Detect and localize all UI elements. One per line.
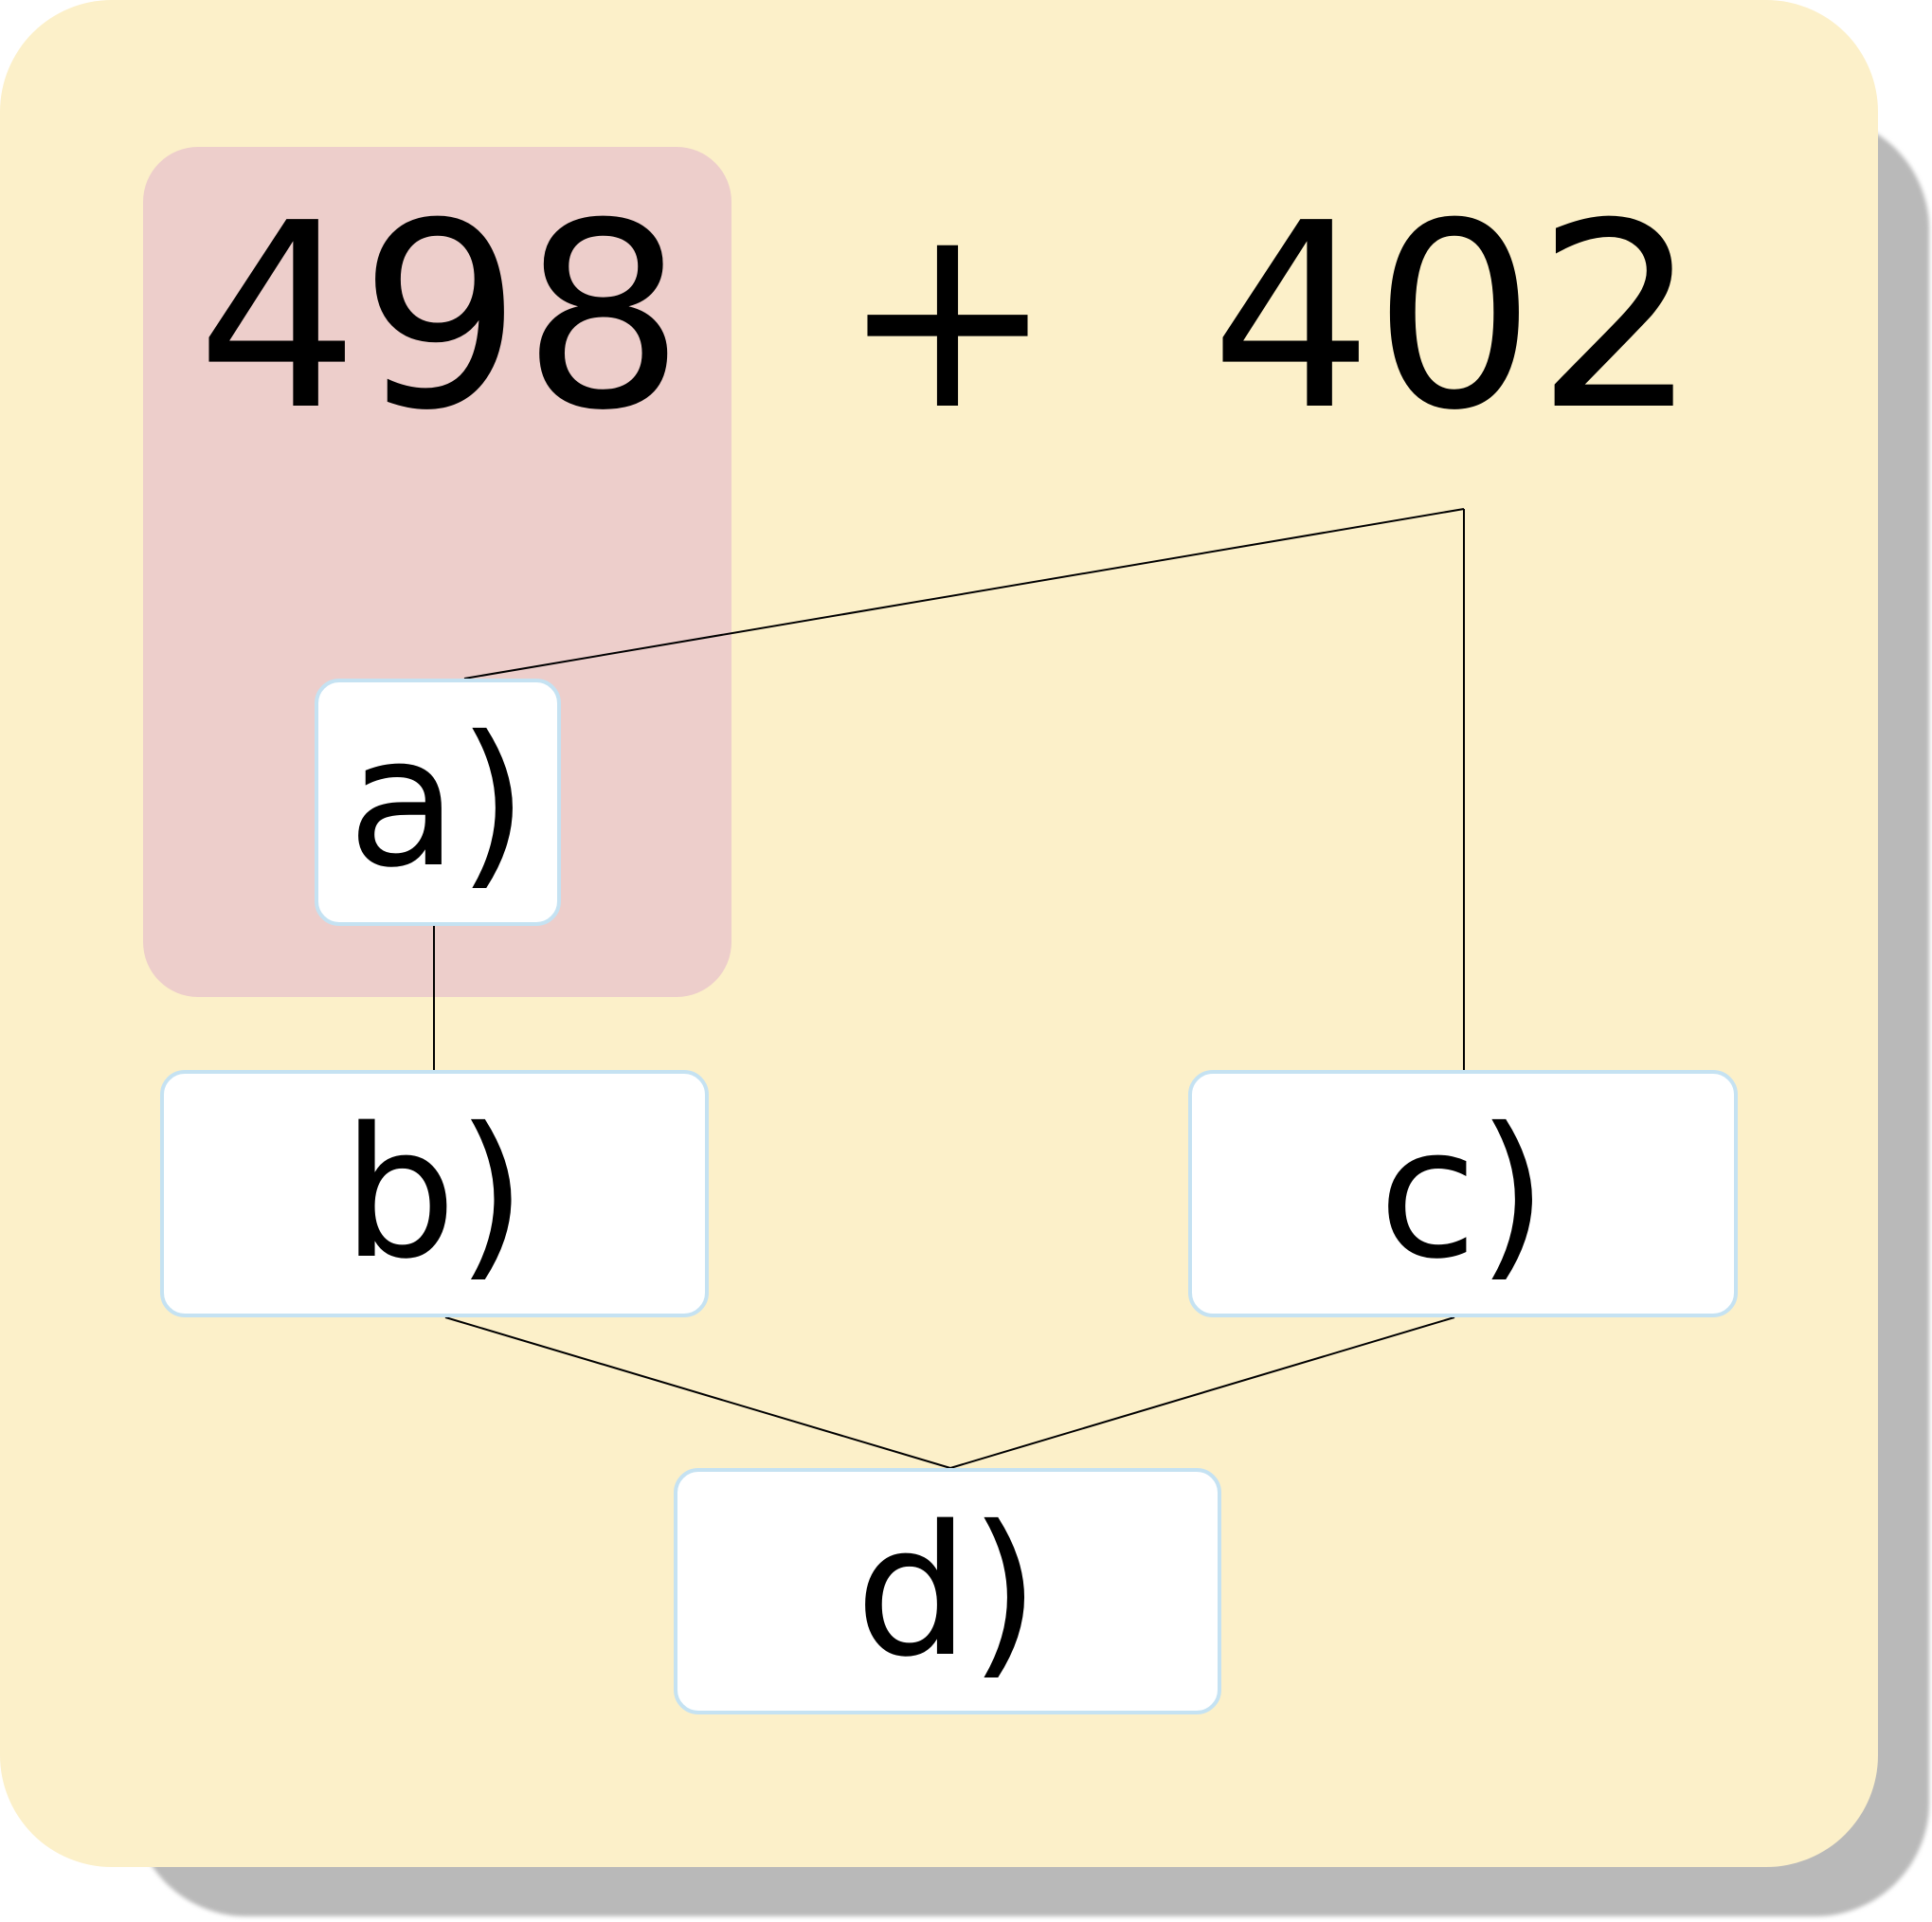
answer-box-d[interactable]: d) — [674, 1468, 1221, 1714]
connector-c-to-d — [949, 1316, 1455, 1469]
answer-box-a[interactable]: a) — [315, 679, 561, 926]
answer-box-b[interactable]: b) — [160, 1070, 709, 1317]
plus-operator: + — [840, 168, 1056, 466]
connector-b-to-d — [444, 1316, 951, 1469]
left-operand: 498 — [196, 168, 685, 466]
right-operand: 402 — [1210, 168, 1699, 466]
answer-box-c[interactable]: c) — [1188, 1070, 1738, 1317]
connector-402-to-a — [463, 508, 1465, 680]
